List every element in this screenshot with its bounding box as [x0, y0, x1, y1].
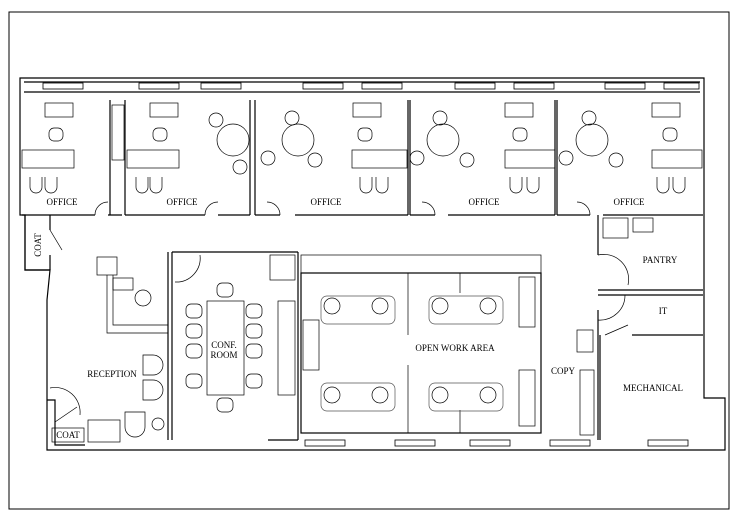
label-mechanical: MECHANICAL	[623, 383, 683, 393]
windows-top	[42, 82, 700, 90]
label-conf-room-1: CONF.	[211, 340, 237, 350]
windows-bottom	[304, 439, 689, 447]
label-reception: RECEPTION	[87, 369, 137, 379]
service-rooms	[576, 215, 703, 440]
label-office-4: OFFICE	[468, 197, 500, 207]
label-open-work-area: OPEN WORK AREA	[415, 343, 495, 353]
label-coat-upper: COAT	[33, 233, 43, 257]
exterior-walls	[19, 77, 726, 451]
label-office-5: OFFICE	[613, 197, 645, 207]
drawing-frame	[8, 11, 730, 510]
label-office-2: OFFICE	[166, 197, 198, 207]
label-conf-room-2: ROOM	[210, 350, 237, 360]
reception-area	[24, 215, 168, 446]
label-copy: COPY	[551, 366, 576, 376]
label-office-3: OFFICE	[310, 197, 342, 207]
open-work-area	[300, 254, 542, 434]
conference-room	[167, 251, 299, 441]
room-labels: OFFICE OFFICE OFFICE OFFICE OFFICE COAT …	[33, 197, 683, 440]
label-pantry: PANTRY	[643, 255, 678, 265]
label-coat-lower: COAT	[56, 430, 80, 440]
office-walls	[22, 100, 703, 216]
office-furniture	[21, 102, 703, 194]
label-office-1: OFFICE	[46, 197, 78, 207]
label-it: IT	[659, 306, 668, 316]
